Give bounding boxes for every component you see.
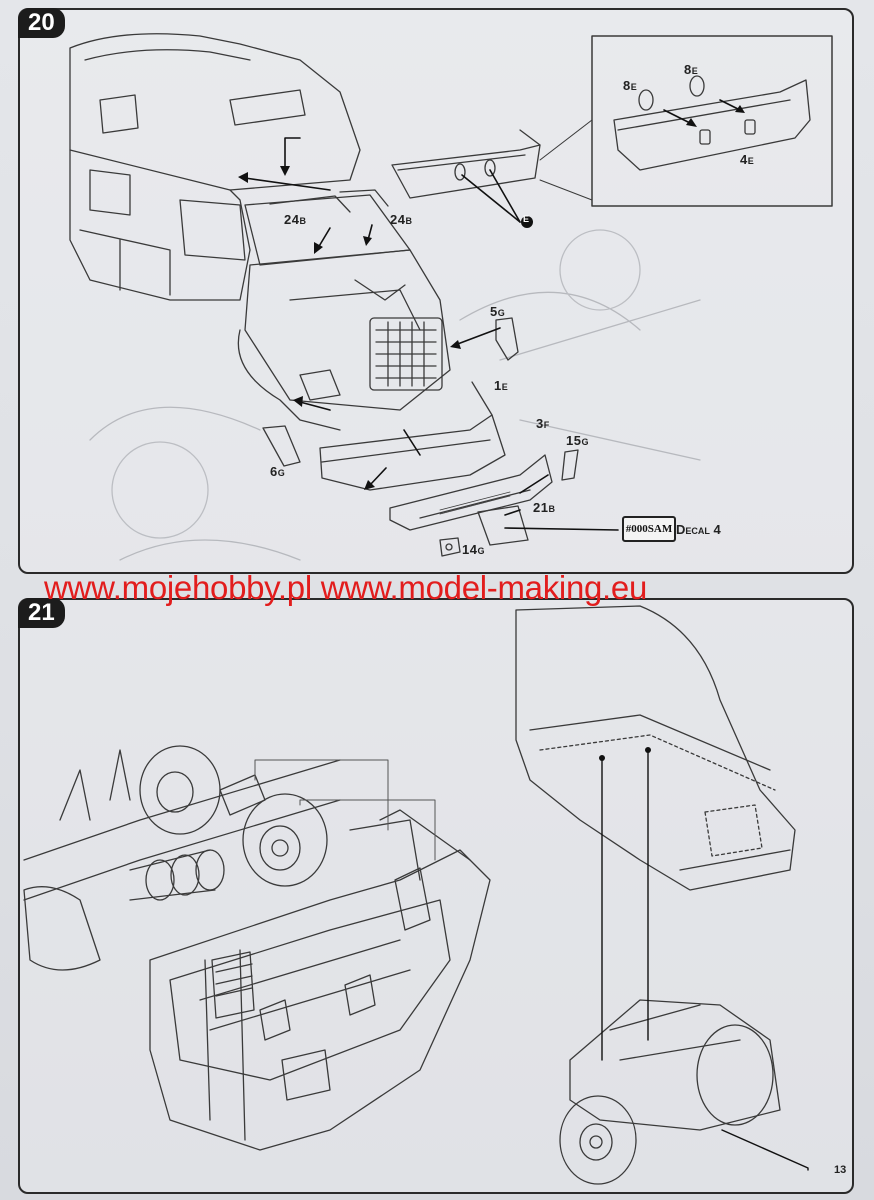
part-label-5g: 5G	[490, 304, 506, 319]
mirror-6g	[262, 425, 301, 467]
plate-21b	[477, 505, 529, 546]
lower-chassis-drawing	[559, 999, 781, 1185]
bumper-3f	[389, 454, 553, 531]
cab-body-drawing	[515, 605, 796, 891]
visor-detail-drawing	[613, 75, 811, 171]
interior-floor-drawing	[149, 809, 491, 1151]
letter-e-marker: E	[523, 214, 530, 224]
part-label-4e: 4E	[740, 152, 755, 167]
watermark-text: www.mojehobby.pl www.model-making.eu	[44, 569, 648, 606]
part-label-8e: 8E	[684, 62, 699, 77]
step-15g	[561, 449, 579, 481]
callout-lines	[254, 759, 436, 861]
assembly-arrows	[244, 99, 741, 531]
wiper-parts	[269, 189, 389, 213]
part-label-14g: 14G	[462, 542, 485, 557]
cab-drawing	[69, 33, 701, 561]
part-label-15g: 15G	[566, 433, 589, 448]
license-plate-decal: #000SAM	[622, 516, 676, 542]
part-label-21b: 21B	[533, 500, 556, 515]
part-label-6g: 6G	[270, 464, 286, 479]
page-number: 13	[834, 1164, 847, 1176]
arrow-heads	[238, 105, 745, 490]
bumper-1e	[319, 381, 506, 491]
step21-arrows	[601, 749, 809, 1171]
part-label-24b: 24B	[390, 212, 413, 227]
sun-visor-part	[391, 129, 541, 199]
part-label-8e: 8E	[623, 78, 638, 93]
light-14g	[439, 537, 461, 557]
mirror-5g	[495, 317, 519, 361]
chassis-drawing	[23, 745, 341, 971]
part-label-1e: 1E	[494, 378, 509, 393]
detail-inset-box	[591, 35, 833, 207]
step-number-badge: 21	[18, 598, 65, 628]
step-number-badge: 20	[18, 8, 65, 38]
decal-label: Decal 4	[676, 522, 721, 537]
step-21-panel	[18, 598, 854, 1194]
part-label-24b: 24B	[284, 212, 307, 227]
part-label-3f: 3F	[536, 416, 550, 431]
